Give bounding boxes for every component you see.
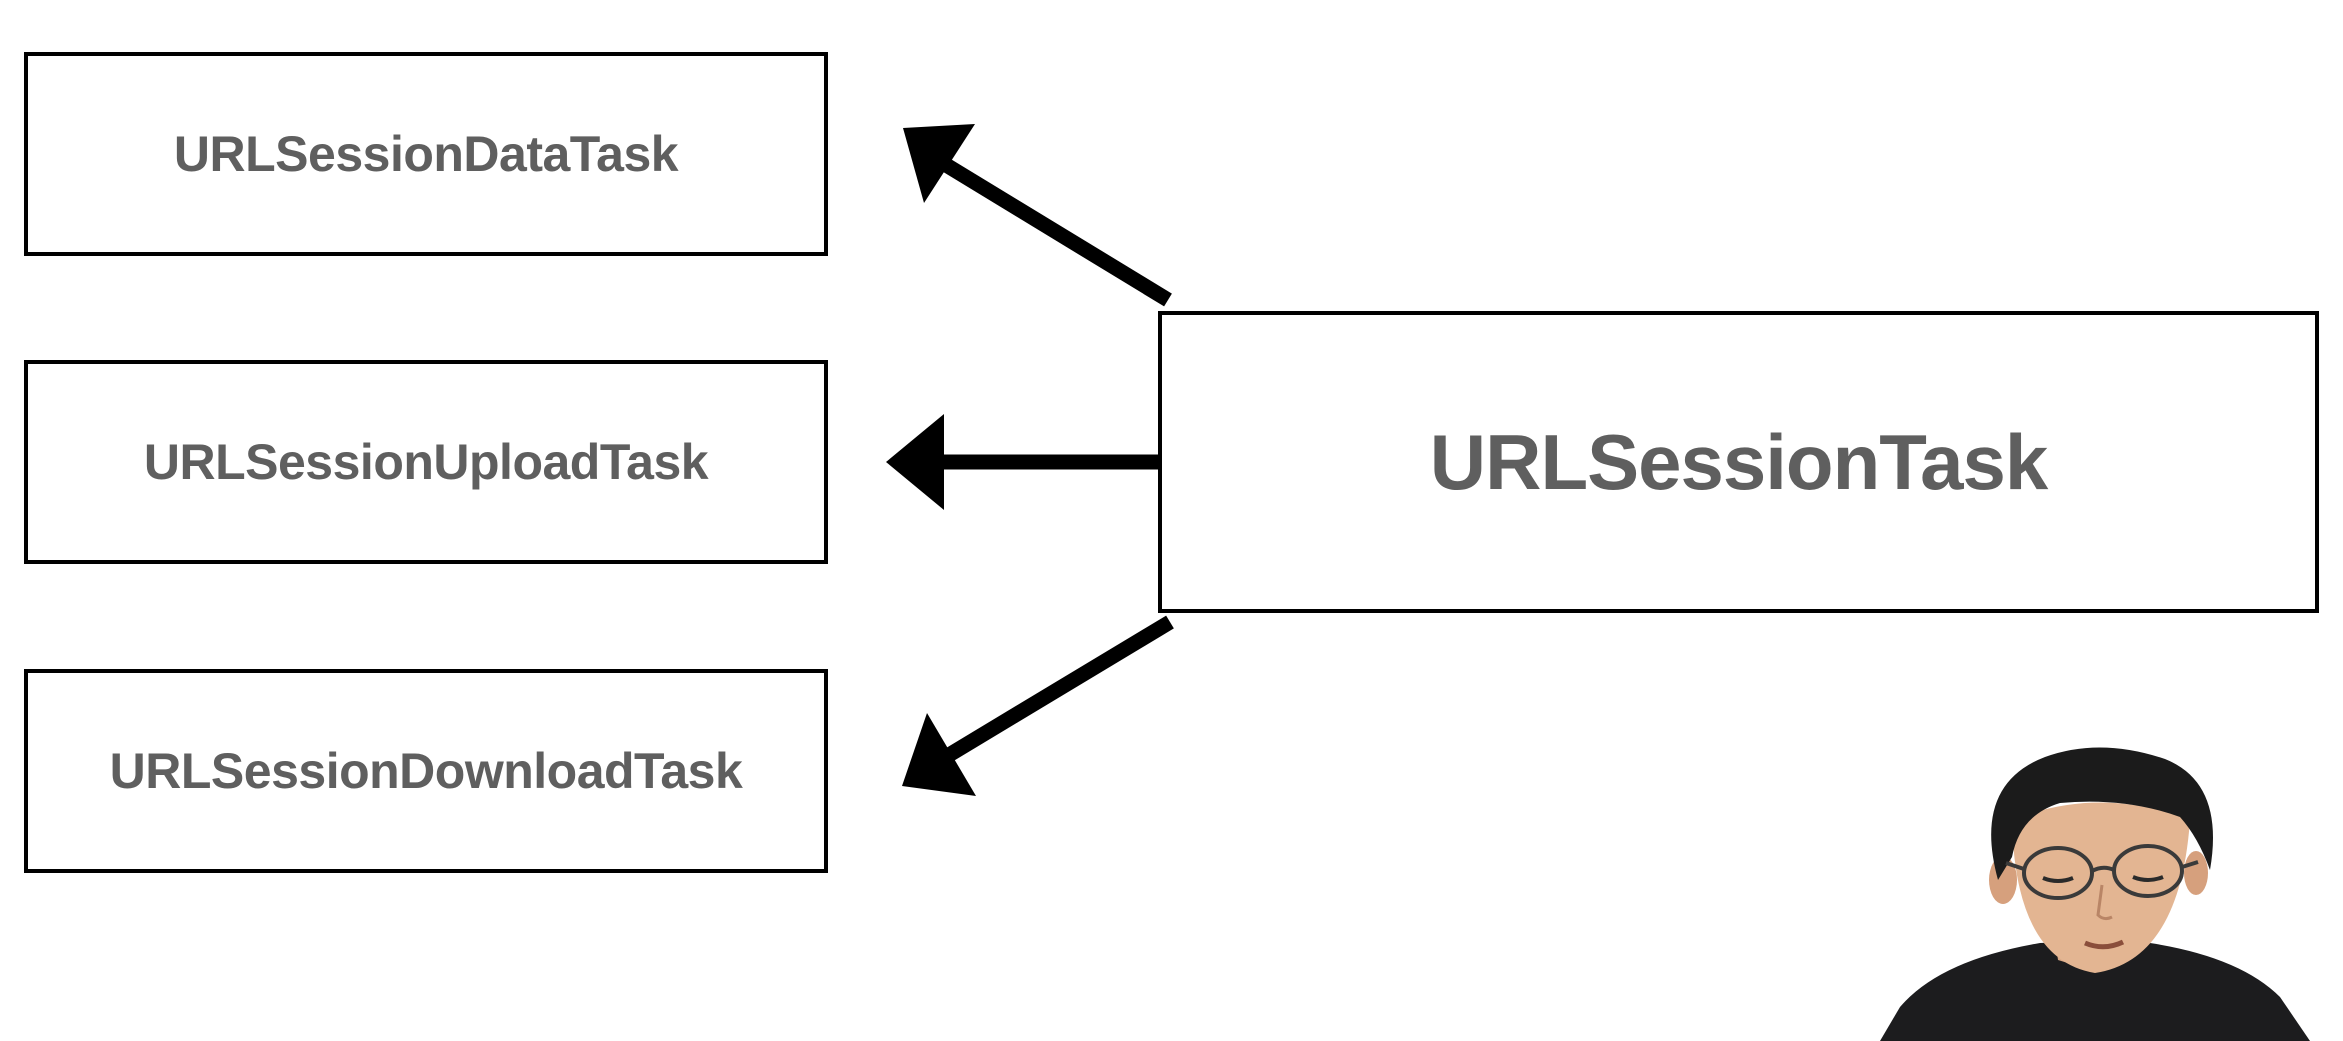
data-task-label: URLSessionDataTask <box>173 126 679 182</box>
url-session-task-box: URLSessionTask <box>1158 311 2319 613</box>
upload-task-label: URLSessionUploadTask <box>143 434 709 490</box>
arrow-to-download-task <box>902 615 1174 796</box>
download-task-label: URLSessionDownloadTask <box>109 743 743 799</box>
url-session-task-label: URLSessionTask <box>1429 417 2048 506</box>
download-task-box: URLSessionDownloadTask <box>24 669 828 873</box>
arrow-to-data-task <box>903 124 1172 307</box>
arrow-to-upload-task <box>886 414 1158 510</box>
person-webcam-overlay-icon <box>1880 747 2310 1041</box>
upload-task-box: URLSessionUploadTask <box>24 360 828 564</box>
data-task-box: URLSessionDataTask <box>24 52 828 256</box>
